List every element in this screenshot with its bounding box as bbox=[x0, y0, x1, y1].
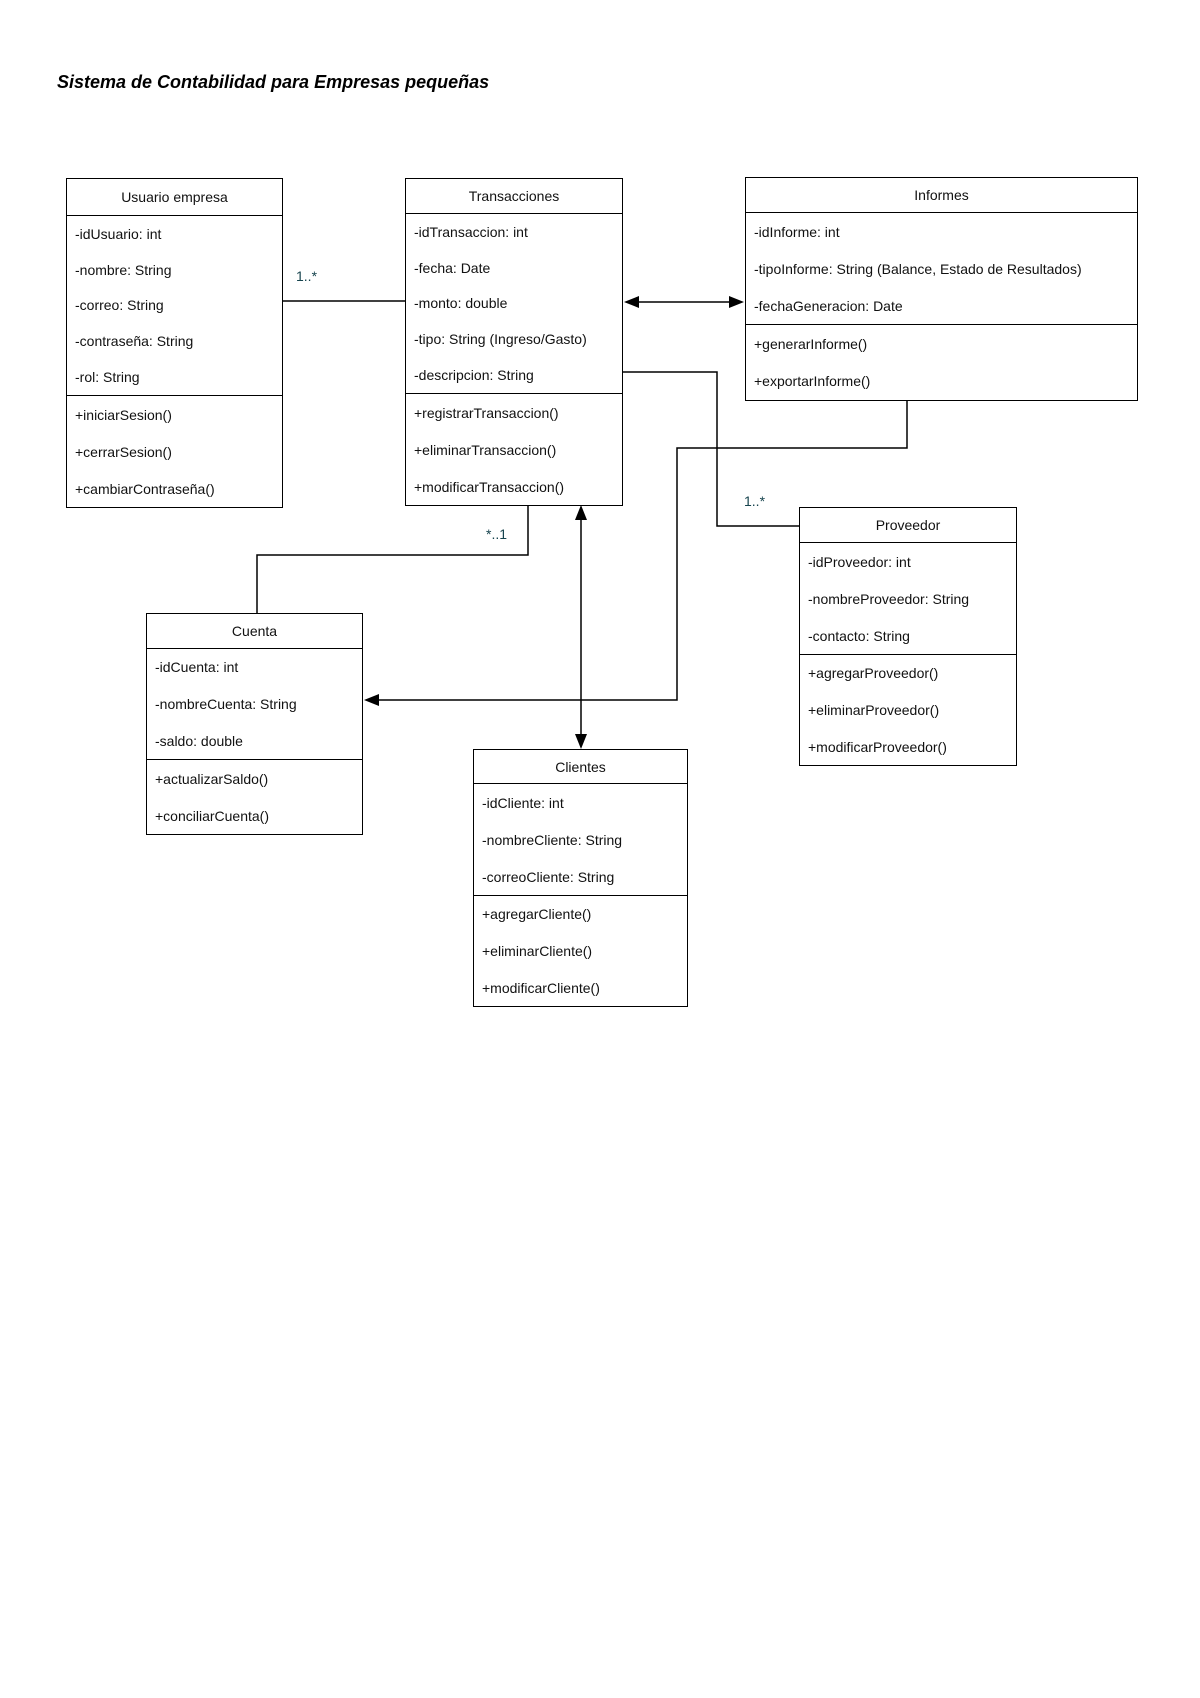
connector-transacciones-cuenta bbox=[256, 506, 529, 613]
methods-section: +registrarTransaccion() +eliminarTransac… bbox=[406, 393, 622, 505]
attributes-section: -idTransaccion: int -fecha: Date -monto:… bbox=[406, 214, 622, 393]
method: +registrarTransaccion() bbox=[414, 404, 559, 421]
attribute: -tipo: String (Ingreso/Gasto) bbox=[414, 331, 587, 348]
method: +exportarInforme() bbox=[754, 373, 871, 390]
method: +eliminarCliente() bbox=[482, 943, 593, 959]
class-title: Cuenta bbox=[147, 614, 362, 649]
attribute: -correo: String bbox=[75, 297, 164, 314]
methods-section: +agregarProveedor() +eliminarProveedor()… bbox=[800, 654, 1016, 765]
method: +iniciarSesion() bbox=[75, 406, 172, 423]
attribute: -nombreCliente: String bbox=[482, 831, 623, 848]
class-cuenta: Cuenta -idCuenta: int -nombreCuenta: Str… bbox=[146, 613, 363, 835]
attributes-section: -idCuenta: int -nombreCuenta: String -sa… bbox=[147, 649, 362, 759]
class-clientes: Clientes -idCliente: int -nombreCliente:… bbox=[473, 749, 688, 1007]
method: +modificarTransaccion() bbox=[414, 478, 565, 495]
class-transacciones: Transacciones -idTransaccion: int -fecha… bbox=[405, 178, 623, 506]
multiplicity-usuario-transacciones: 1..* bbox=[296, 268, 318, 284]
method: +conciliarCuenta() bbox=[155, 807, 269, 824]
method: +agregarCliente() bbox=[482, 906, 592, 923]
attribute: -fecha: Date bbox=[414, 259, 491, 276]
attributes-section: -idUsuario: int -nombre: String -correo:… bbox=[67, 216, 282, 395]
attributes-section: -idCliente: int -nombreCliente: String -… bbox=[474, 784, 687, 895]
methods-section: +actualizarSaldo() +conciliarCuenta() bbox=[147, 759, 362, 834]
class-title: Usuario empresa bbox=[67, 179, 282, 216]
connector-transacciones-informes bbox=[624, 296, 744, 308]
attribute: -tipoInforme: String (Balance, Estado de… bbox=[754, 260, 1082, 277]
attribute: -nombreCuenta: String bbox=[155, 696, 297, 712]
multiplicity-transacciones-proveedor: 1..* bbox=[744, 493, 766, 509]
attribute: -idUsuario: int bbox=[75, 225, 162, 242]
attribute: -contraseña: String bbox=[75, 333, 194, 350]
attribute: -nombreProveedor: String bbox=[808, 590, 970, 607]
attribute: -nombre: String bbox=[75, 261, 172, 278]
attributes-section: -idInforme: int -tipoInforme: String (Ba… bbox=[746, 213, 1137, 324]
method: +agregarProveedor() bbox=[808, 665, 939, 682]
class-title: Proveedor bbox=[800, 508, 1016, 543]
attribute: -idProveedor: int bbox=[808, 553, 911, 570]
class-informes: Informes -idInforme: int -tipoInforme: S… bbox=[745, 177, 1138, 401]
method: +eliminarProveedor() bbox=[808, 702, 940, 718]
multiplicity-transacciones-cuenta: *..1 bbox=[486, 526, 508, 542]
attribute: -idTransaccion: int bbox=[414, 223, 528, 240]
methods-section: +generarInforme() +exportarInforme() bbox=[746, 324, 1137, 400]
attribute: -fechaGeneracion: Date bbox=[754, 297, 903, 314]
method: +eliminarTransaccion() bbox=[414, 441, 557, 458]
attribute: -correoCliente: String bbox=[482, 868, 615, 885]
class-proveedor: Proveedor -idProveedor: int -nombreProve… bbox=[799, 507, 1017, 766]
attribute: -idCliente: int bbox=[482, 794, 564, 811]
class-title: Transacciones bbox=[406, 179, 622, 214]
method: +modificarProveedor() bbox=[808, 738, 947, 755]
attribute: -saldo: double bbox=[155, 732, 243, 749]
attribute: -contacto: String bbox=[808, 627, 910, 644]
class-title: Informes bbox=[746, 178, 1137, 213]
attribute: -monto: double bbox=[414, 295, 508, 312]
attributes-section: -idProveedor: int -nombreProveedor: Stri… bbox=[800, 543, 1016, 654]
method: +cerrarSesion() bbox=[75, 443, 172, 460]
class-usuario-empresa: Usuario empresa -idUsuario: int -nombre:… bbox=[66, 178, 283, 508]
attribute: -idCuenta: int bbox=[155, 659, 239, 676]
method: +cambiarContraseña() bbox=[75, 480, 215, 497]
class-title: Clientes bbox=[474, 750, 687, 784]
attribute: -rol: String bbox=[75, 369, 140, 386]
method: +modificarCliente() bbox=[482, 979, 600, 996]
methods-section: +iniciarSesion() +cerrarSesion() +cambia… bbox=[67, 395, 282, 507]
attribute: -descripcion: String bbox=[414, 367, 534, 384]
connector-transacciones-clientes bbox=[575, 505, 587, 749]
method: +generarInforme() bbox=[754, 335, 868, 352]
diagram-title: Sistema de Contabilidad para Empresas pe… bbox=[57, 72, 490, 92]
methods-section: +agregarCliente() +eliminarCliente() +mo… bbox=[474, 895, 687, 1006]
method: +actualizarSaldo() bbox=[155, 770, 269, 787]
attribute: -idInforme: int bbox=[754, 223, 840, 240]
